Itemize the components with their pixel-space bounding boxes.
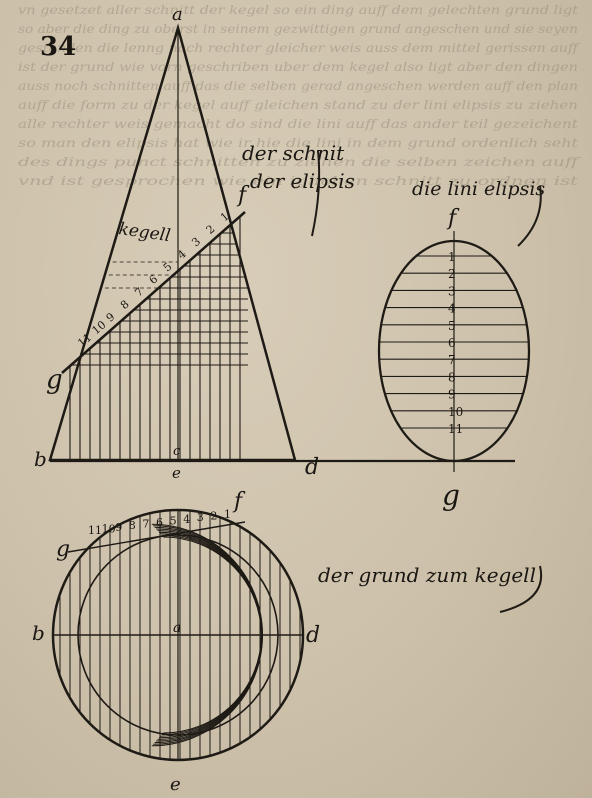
label-c: c (173, 444, 181, 459)
label-a: a (172, 4, 183, 25)
ground-number: 3 (197, 511, 204, 524)
ground-label-f: f (232, 489, 246, 514)
ellipse-label-f: f (446, 206, 460, 231)
label-e: e (172, 464, 181, 482)
ellipse-number: 9 (448, 388, 456, 402)
ground-number: 6 (156, 516, 163, 529)
ellipse-chords: 1 2 3 4 5 6 7 8 9 10 11 (379, 250, 529, 436)
ground-number: 8 (129, 519, 136, 532)
section-number: 4 (175, 247, 189, 261)
ground-label-g: g (56, 537, 70, 562)
section-number: 3 (189, 235, 203, 249)
cone-hatching (69, 216, 248, 460)
bleed-line: auss noch schnitten auff das die selben … (18, 79, 578, 93)
ground-label-e: e (170, 774, 181, 795)
section-number: 9 (104, 310, 118, 324)
bleed-line: des dings punct schnitten zu ziehen die … (18, 155, 582, 169)
section-line-gf (61, 211, 246, 374)
ellipse-number: 6 (448, 336, 456, 350)
bleed-line: gestanden die lenng nach rechter gleiche… (18, 41, 581, 55)
bleed-line: ist der grund wie vorn geschriben uber d… (18, 60, 578, 74)
bleed-line: so aber die ding zu oberst in seinem gez… (18, 22, 578, 36)
ground-number: 11 (88, 524, 102, 537)
bleed-line: vnd ist gesprochen wie ein iglichen schn… (18, 174, 578, 188)
ground-number: 5 (170, 514, 177, 527)
ground-number: 10 (102, 522, 116, 535)
bleed-line: vn gesetzet aller schnitt der kegel so e… (18, 3, 578, 17)
ellipse-number: 8 (448, 370, 456, 384)
ground-caption-flourish (499, 565, 543, 613)
ground-number: 2 (210, 510, 217, 523)
bleed-through-text: vn gesetzet aller schnitt der kegel so e… (18, 3, 582, 188)
caption-flourish (311, 149, 321, 237)
label-g: g (46, 365, 63, 395)
section-number: 2 (204, 222, 218, 236)
bleed-line: so man den elipsis hat wie ir hie die li… (18, 136, 578, 150)
ground-number: 4 (183, 513, 190, 526)
ground-caption: der grund zum kegell (318, 563, 536, 587)
ground-number: 7 (142, 518, 149, 531)
ground-label-b: b (32, 621, 45, 645)
label-b: b (34, 447, 47, 471)
section-number: 7 (132, 285, 146, 299)
ground-chord-gf (67, 521, 246, 553)
ground-number: 9 (115, 521, 122, 534)
ground-label-d: d (306, 623, 320, 648)
ellipse-number: 10 (448, 405, 463, 419)
ellipse-number: 5 (448, 319, 456, 333)
ellipse-number: 11 (448, 422, 463, 436)
ground-number: 1 (224, 508, 231, 521)
section-caption-line2: der elipsis (250, 169, 355, 193)
label-d: d (305, 455, 319, 480)
page-number: 34 (40, 32, 76, 62)
ground-label-a: a (173, 620, 181, 636)
cone-name-label: kegell (117, 219, 171, 246)
ellipse-number: 7 (448, 353, 456, 367)
ellipse-figure: die lini elipsis f 1 2 3 4 5 6 7 8 9 10 11 g (377, 178, 545, 512)
bleed-line: alle rechter weis gemacht do sind die li… (18, 117, 578, 131)
bleed-line: auff die form zu der kegel auff gleichen… (18, 98, 578, 112)
ellipse-caption-flourish (517, 185, 542, 247)
section-caption-line1: der schnit (242, 141, 345, 165)
ellipse-caption: die lini elipsis (412, 178, 545, 200)
ellipse-number: 3 (448, 284, 456, 298)
ellipse-number: 4 (448, 302, 456, 316)
ellipse-number: 1 (448, 250, 456, 264)
section-number: 8 (118, 298, 132, 312)
ellipse-label-g: g (442, 479, 460, 512)
ellipse-number: 2 (448, 267, 456, 281)
